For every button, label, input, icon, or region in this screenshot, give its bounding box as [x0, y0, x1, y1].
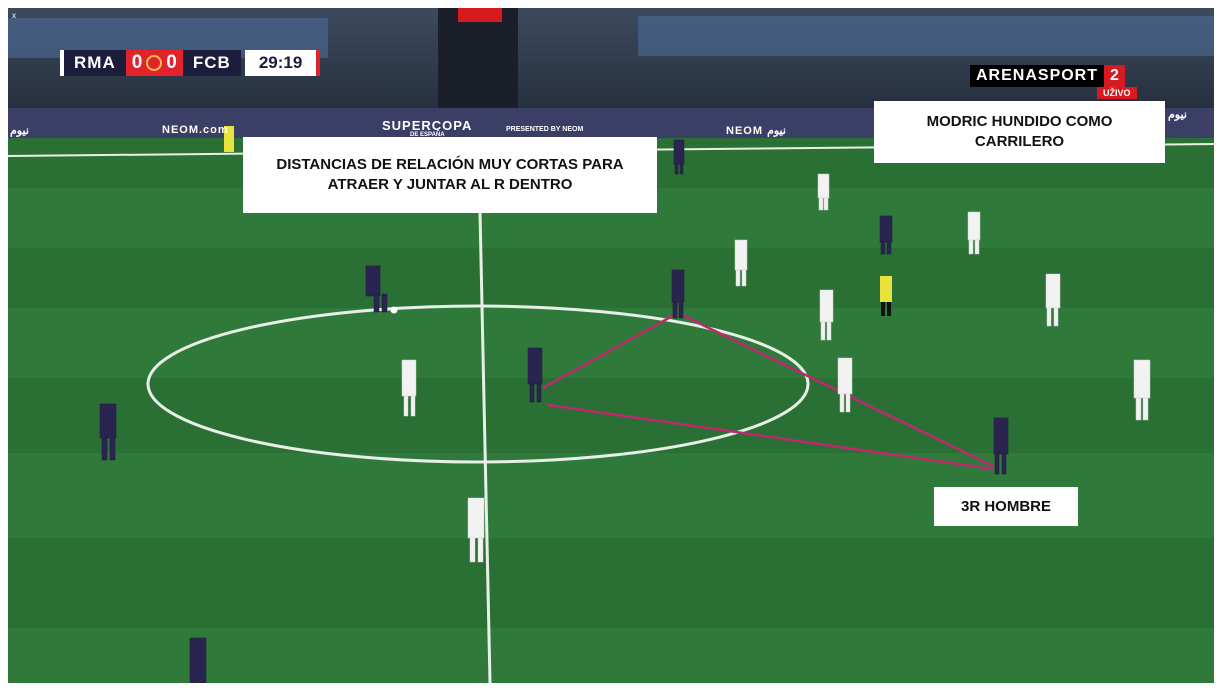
passing-triangle: [542, 312, 994, 471]
channel-name: ARENASPORT: [970, 65, 1105, 87]
centre-circle: [146, 304, 810, 464]
channel-number: 2: [1104, 65, 1125, 87]
ad-arabic-left: نيوم: [10, 125, 29, 137]
ad-neom-right: NEOM نيوم: [726, 125, 786, 137]
player-home-b: [734, 239, 748, 287]
player-home-c: [817, 173, 830, 211]
corner-mark: x: [12, 11, 16, 20]
player-away-bottom: [189, 637, 207, 683]
player-away-far: [879, 215, 893, 255]
player-away-left: [99, 403, 117, 461]
home-team: RMA: [60, 50, 126, 76]
player-away-ball: [365, 265, 388, 313]
tunnel-structure: [438, 8, 518, 108]
player-home-d: [967, 211, 981, 255]
channel-logo: ARENASPORT 2: [970, 65, 1125, 87]
player-home-3: [1045, 273, 1061, 327]
referee: [880, 276, 892, 316]
player-away-5: [527, 347, 543, 403]
player-away-deep: [673, 139, 685, 175]
player-home-20: [467, 497, 485, 563]
annotation-distances: DISTANCIAS DE RELACIÓN MUY CORTAS PARA A…: [243, 137, 657, 213]
scorebug: RMA 0 0 FCB 29:19: [60, 50, 321, 76]
stand-seats-right: [638, 16, 1214, 56]
broadcast-frame: x نيوم NEOM.com SUPERCOPA DE ESPAÑA PRES…: [8, 8, 1214, 683]
ad-presented-by: PRESENTED BY NEOM: [506, 126, 584, 133]
ad-supercopa: SUPERCOPA: [382, 118, 473, 133]
ad-supercopa-sub: DE ESPAÑA: [410, 132, 445, 138]
tunnel-red-sign: [458, 8, 502, 22]
assistant-referee: [224, 126, 234, 152]
player-home-12: [837, 357, 853, 413]
annotation-modric: MODRIC HUNDIDO COMO CARRILERO: [874, 101, 1165, 163]
player-away-right: [993, 417, 1009, 475]
annotation-third-man: 3R HOMBRE: [934, 487, 1078, 526]
ad-arabic-right: نيوم: [1168, 109, 1187, 121]
player-away-top: [671, 269, 685, 319]
player-home-9: [401, 359, 417, 417]
player-home-22: [1133, 359, 1151, 421]
halfway-line: [478, 211, 492, 683]
live-badge: UŽIVO: [1097, 87, 1137, 99]
home-players: [401, 173, 1151, 563]
trophy-icon: [146, 55, 163, 71]
away-score: 0: [166, 52, 177, 73]
score-box: 0 0: [125, 50, 183, 76]
away-players: [99, 139, 1009, 683]
player-home-a: [819, 289, 834, 341]
ad-neom-com: NEOM.com: [162, 124, 229, 136]
away-team: FCB: [182, 50, 241, 76]
match-clock: 29:19: [244, 50, 321, 76]
match-scene: [8, 8, 1214, 683]
home-score: 0: [131, 52, 143, 73]
ball: [390, 306, 398, 314]
